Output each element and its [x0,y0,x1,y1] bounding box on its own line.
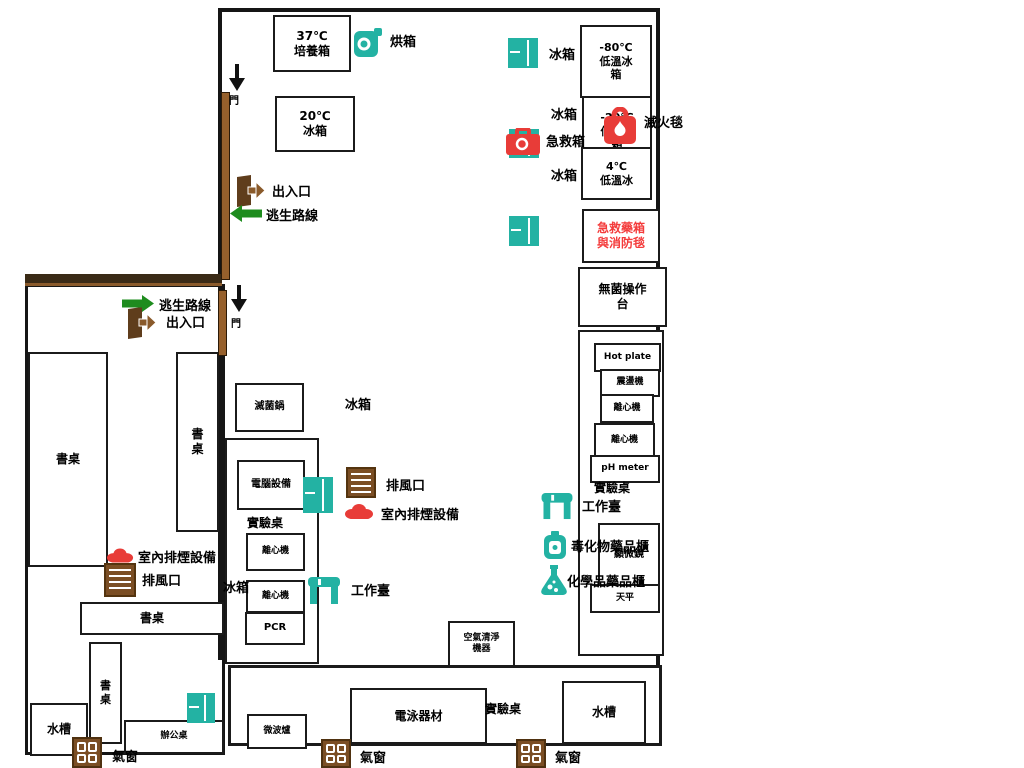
centrifuge-box-m2: 離心機 [246,580,305,613]
fridge-label: 冰箱 [345,398,372,413]
smoke-exhaust-label: 室內排煙設備 [138,551,217,566]
toxic-bottle-icon [542,531,568,563]
chemical-cabinet-label: 化學品藥品櫃 [567,575,646,590]
smoke-exhaust-label: 室內排煙設備 [381,508,460,523]
shaker-box: 震盪機 [600,369,660,397]
desk-right-tall-box: 書 桌 [176,352,219,532]
window-icon [72,737,102,768]
first-aid-cabinet-box: 急救藥箱 與消防毯 [582,209,660,263]
fridge-4c-box: 4℃ 低溫冰 [581,147,652,200]
window-label: 氣窗 [360,751,387,766]
down-arrow-icon [227,64,247,96]
sink-main-box: 水槽 [562,681,646,744]
autoclave-box: 滅菌鍋 [235,383,304,432]
first-aid-kit-icon [506,127,540,159]
window-label: 氣窗 [112,750,139,765]
exit-label: 出入口 [272,185,312,200]
lab-table-label: 實驗桌 [485,702,522,716]
desk-bottom-tall-box: 書 桌 [89,642,122,744]
hot-plate-box: Hot plate [594,343,661,372]
workbench-icon [540,492,574,524]
centrifuge-box-r1: 離心機 [600,394,654,423]
window-icon [516,739,546,768]
toxic-cabinet-label: 毒化物藥品櫃 [571,540,650,555]
electrophoresis-box: 電泳器材 [350,688,487,744]
centrifuge-box-m1: 離心機 [246,533,305,571]
workbench-label: 工作臺 [351,584,391,599]
fridge-icon [303,477,333,513]
exit-door-icon [127,307,157,343]
smoke-cloud-icon [344,503,374,523]
microscope-box: 顯微鏡 [598,523,660,588]
fridge-label: 冰箱 [551,169,578,184]
computer-box: 電腦設備 [237,460,305,510]
fridge-20-box: 20℃ 冰箱 [275,96,355,152]
balance-box: 天平 [590,584,660,613]
first-aid-label: 急救箱 [546,135,586,150]
fire-blanket-icon [603,106,637,149]
fridge-label: 冰箱 [551,108,578,123]
fridge-label: 冰箱 [549,48,576,63]
vent-icon [346,467,376,498]
escape-route-label: 逃生路線 [266,209,319,224]
fridge-label: 冰箱 [223,581,250,596]
centrifuge-box-r2: 離心機 [594,423,655,458]
chemical-flask-icon [539,565,569,600]
freezer-minus80-box: -80℃ 低溫冰 箱 [580,25,652,98]
desk-bottom-wide-box: 書桌 [80,602,224,635]
exit-label: 出入口 [166,316,206,331]
lab-table-label: 實驗桌 [594,481,631,495]
air-purifier-box: 空氣清淨 機器 [448,621,515,667]
workbench-label: 工作臺 [582,500,622,515]
vent-label: 排風口 [386,479,426,494]
door-bar-mid [218,290,227,356]
fridge-icon [509,216,539,246]
desk-left-tall-box: 書桌 [28,352,108,567]
window-icon [321,739,351,768]
office-desk-box: 辦公桌 [124,720,224,754]
workbench-icon [308,576,340,609]
door-bar-top [221,92,230,280]
smoke-cloud-icon [106,547,134,567]
fridge-icon [187,693,215,723]
big-room-top-wall [218,8,660,12]
vent-icon [104,563,136,597]
escape-arrow-right-icon [122,295,154,316]
oven-label: 烘箱 [390,35,417,50]
lab-table-label: 實驗桌 [247,516,284,530]
oven-icon [354,28,382,61]
escape-route-label: 逃生路線 [159,299,212,314]
down-arrow-icon [229,285,249,317]
door-label: 門 [229,96,239,107]
fridge-icon [508,38,538,68]
escape-arrow-left-icon [230,205,262,226]
incubator-37-box: 37℃ 培養箱 [273,15,351,72]
exit-door-icon [236,175,266,211]
left-room-top-wall [25,274,222,286]
door-label: 門 [231,319,241,330]
fire-blanket-label: 滅火毯 [644,116,684,131]
microwave-box: 微波爐 [247,714,307,749]
vent-label: 排風口 [142,574,182,589]
ph-meter-box: pH meter [590,455,660,483]
sterile-bench-box: 無菌操作 台 [578,267,667,327]
pcr-box: PCR [245,612,305,645]
window-label: 氣窗 [555,751,582,766]
